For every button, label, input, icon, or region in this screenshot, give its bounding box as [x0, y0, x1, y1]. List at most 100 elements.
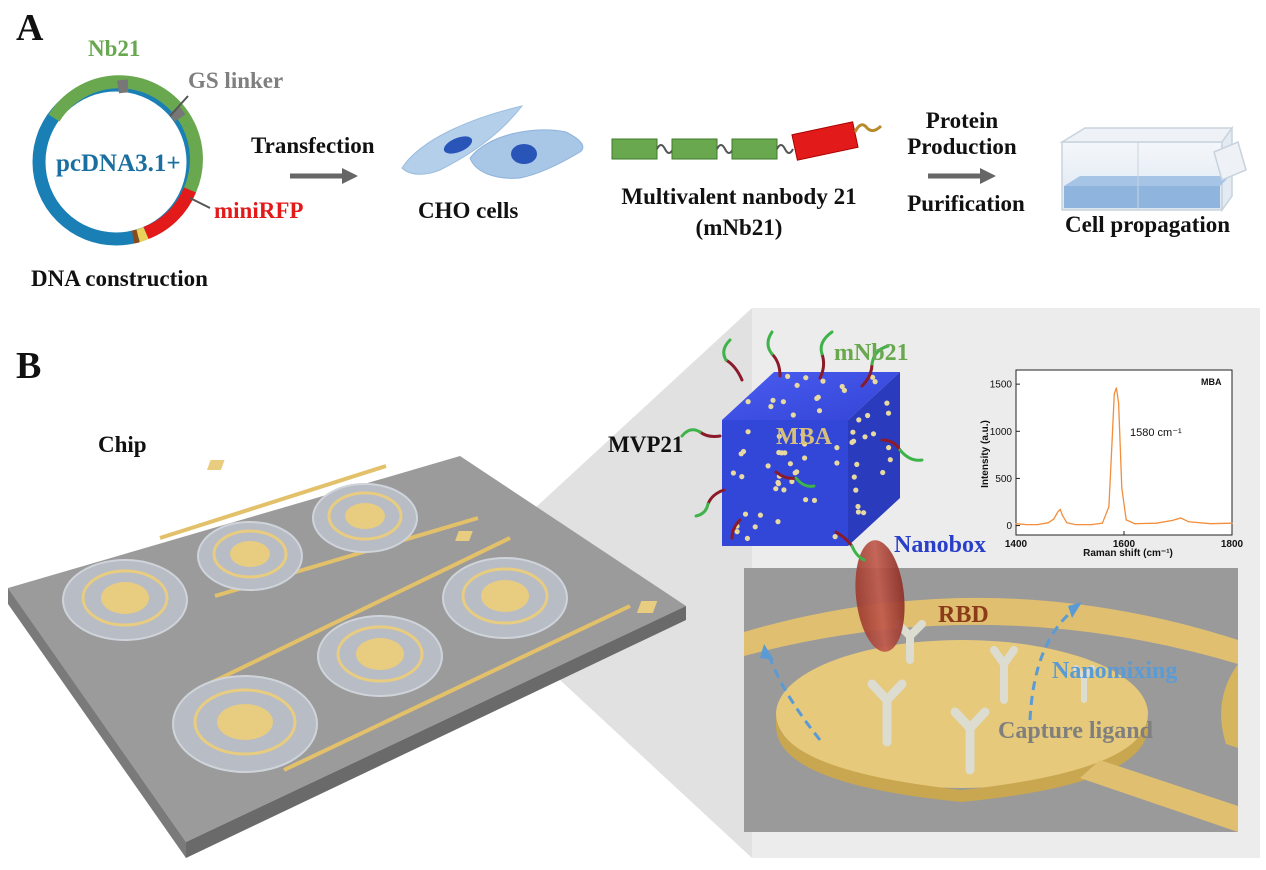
mba-dot	[785, 373, 791, 379]
data-point	[1115, 387, 1117, 389]
cho-cells-label: CHO cells	[418, 198, 519, 223]
production-label: Production	[907, 134, 1017, 159]
arrow-transfection	[290, 168, 358, 184]
data-point	[1057, 510, 1059, 512]
well	[197, 521, 303, 591]
mba-dot	[884, 400, 890, 406]
data-point	[1209, 523, 1211, 525]
mba-dot	[865, 412, 871, 419]
mba-dot	[803, 375, 809, 381]
mba-dot	[773, 486, 779, 492]
x-tick-label: 1800	[1221, 539, 1244, 550]
mnb21-chain-icon	[611, 121, 883, 161]
data-point	[1101, 522, 1103, 524]
nanobox-cube-icon	[680, 330, 924, 562]
protein-label: Protein	[925, 108, 999, 133]
gs-linker-pointer	[169, 95, 189, 117]
mba-dot	[855, 503, 861, 510]
mnb21-label: mNb21	[834, 340, 909, 366]
data-point	[1015, 523, 1017, 525]
chart-frame	[1015, 369, 1233, 536]
mba-dot	[815, 394, 821, 400]
mba-dot	[742, 511, 749, 517]
y-tick-label: 1500	[990, 380, 1013, 391]
data-point	[1053, 518, 1055, 520]
mba-dot	[886, 445, 892, 451]
gs-linker-label: GS linker	[188, 68, 284, 93]
mba-dot	[802, 455, 808, 461]
mba-dot	[811, 497, 818, 503]
capture-ligand-label: Capture ligand	[998, 718, 1153, 744]
mba-dot	[862, 434, 868, 440]
mba-dot	[790, 412, 796, 418]
nanomixing-label: Nanomixing	[1052, 658, 1178, 684]
mba-dot	[854, 461, 860, 467]
y-tick-label: 500	[995, 474, 1012, 485]
chip-label: Chip	[98, 432, 147, 457]
mba-dot	[880, 469, 886, 476]
mvp21-label: MVP21	[608, 432, 684, 457]
mba-dot	[834, 460, 840, 466]
mba-dot	[739, 474, 745, 480]
dna-construction-label: DNA construction	[31, 266, 208, 291]
data-point	[1180, 517, 1182, 519]
data-point	[1113, 393, 1115, 395]
chart-title: MBA	[1201, 377, 1222, 387]
mba-dot	[849, 439, 855, 445]
mba-dot	[752, 524, 758, 530]
mba-dot	[734, 529, 740, 535]
data-point	[1047, 522, 1049, 524]
mba-dot	[834, 445, 840, 451]
purification-label: Purification	[907, 191, 1025, 216]
mba-dot	[744, 535, 751, 542]
transfection-label: Transfection	[251, 133, 375, 158]
rbd-icon	[855, 540, 905, 652]
well	[442, 557, 568, 639]
mba-label: MBA	[776, 424, 832, 450]
mba-dot	[851, 474, 857, 480]
mba-dot	[870, 374, 876, 380]
electrode-zoom-view	[744, 568, 1238, 832]
well	[62, 559, 188, 641]
data-point	[1188, 521, 1190, 523]
peak-annotation: 1580 cm⁻¹	[1130, 427, 1182, 439]
cho-cells-icon	[401, 105, 584, 179]
data-point	[1037, 524, 1039, 526]
mba-dot	[775, 479, 781, 486]
mba-dot	[740, 448, 747, 455]
arrow-production	[928, 168, 996, 184]
y-axis-label: Intensity (a.u.)	[980, 420, 991, 488]
mba-dot	[816, 408, 823, 414]
mba-dot	[775, 519, 781, 525]
mnb-label-line2: (mNb21)	[695, 215, 783, 240]
mba-dot	[870, 431, 877, 437]
minirfp-pointer	[189, 197, 211, 209]
well	[317, 615, 443, 697]
y-tick-label: 0	[1006, 521, 1012, 532]
mba-dot	[794, 469, 800, 475]
mba-dot	[768, 403, 774, 410]
mba-dot	[855, 509, 862, 515]
cell-culture-flask-icon	[1059, 125, 1247, 213]
data-point	[1108, 506, 1110, 508]
mba-dot	[803, 497, 809, 503]
minirfp-label: miniRFP	[214, 198, 304, 223]
mba-dot	[887, 457, 893, 463]
mba-dot	[745, 399, 751, 405]
mba-dot	[745, 429, 751, 435]
mba-dot	[781, 487, 787, 493]
mba-dot	[861, 510, 867, 516]
rbd-label: RBD	[938, 602, 989, 628]
data-point	[1074, 524, 1076, 526]
data-point	[1134, 523, 1136, 525]
mba-dot	[853, 487, 859, 493]
mba-dot	[885, 410, 892, 416]
mba-dot	[789, 478, 795, 485]
data-point	[1091, 524, 1093, 526]
mba-dot	[757, 512, 764, 518]
mba-dot	[780, 399, 787, 405]
data-point	[1061, 514, 1063, 516]
series-line-mba	[1015, 387, 1233, 526]
